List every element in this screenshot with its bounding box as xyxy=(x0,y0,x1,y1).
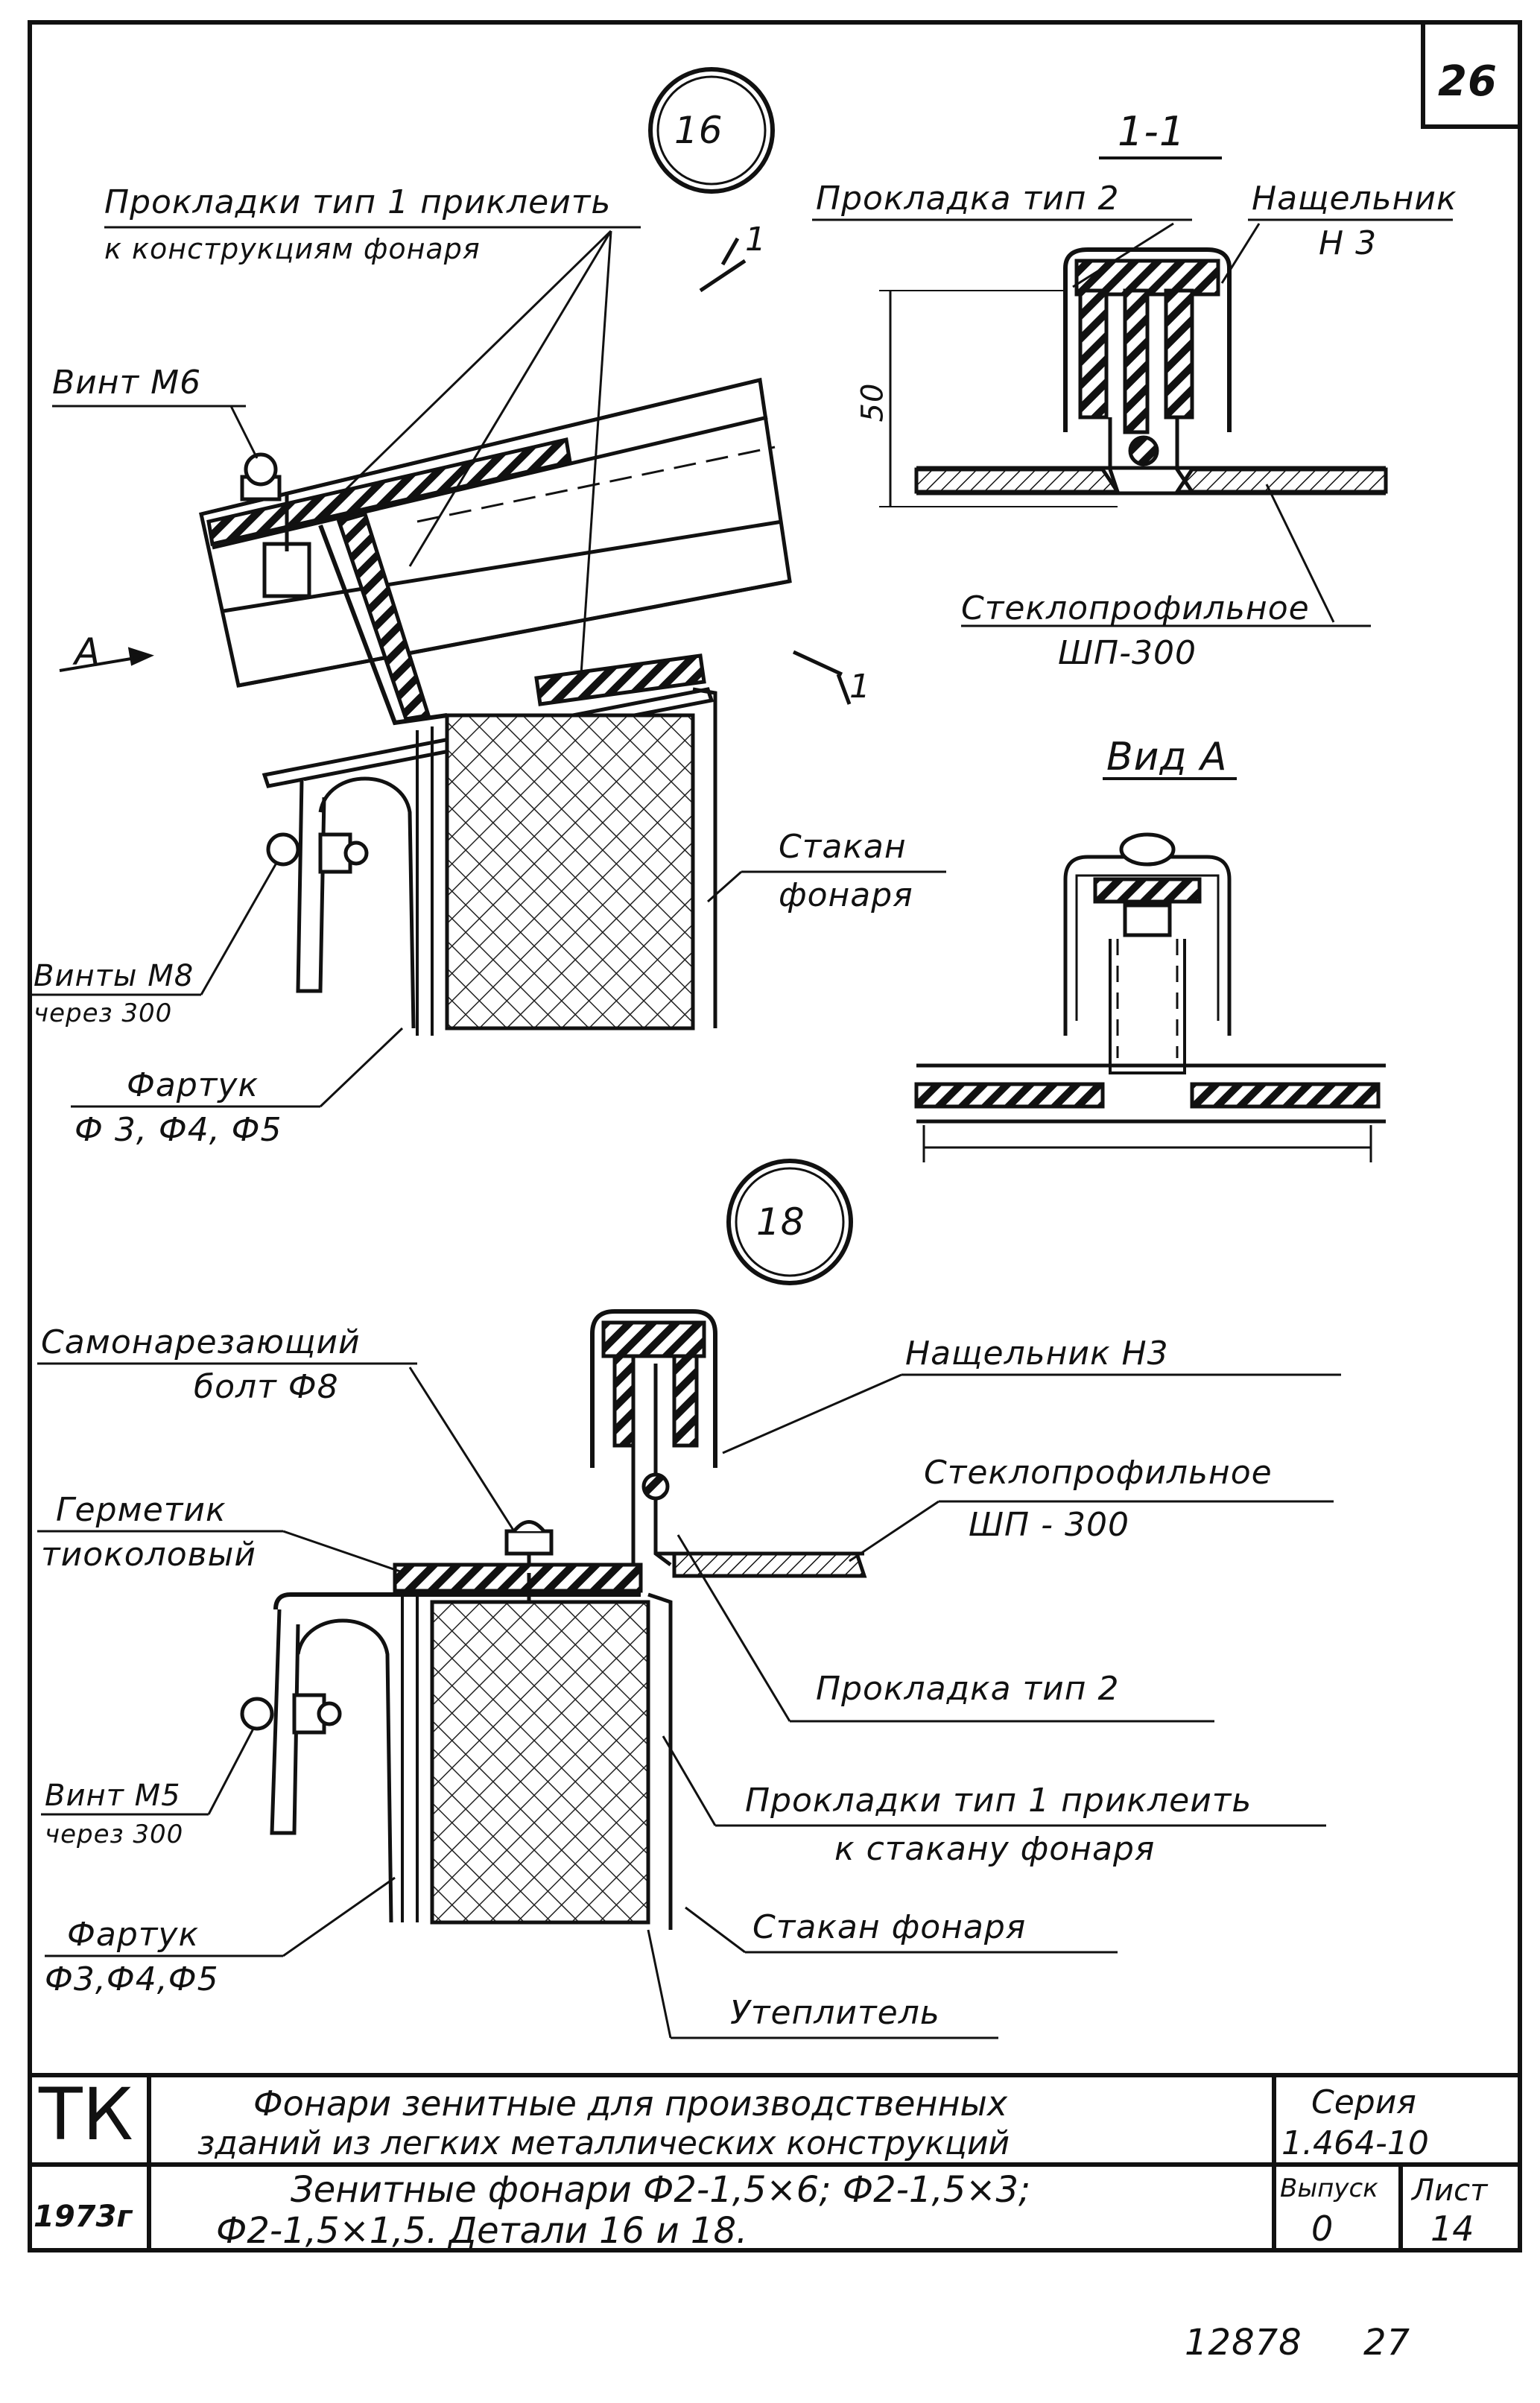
title-block-sheet-value: 14 xyxy=(1430,2209,1474,2249)
detail-16-view-mark: A xyxy=(75,630,101,674)
detail-18-gasket2-label: Прокладка тип 2 xyxy=(816,1670,1120,1708)
title-block-issue-value: 0 xyxy=(1311,2209,1334,2249)
detail-18-cover-label: Нащельник Н3 xyxy=(905,1335,1169,1373)
title-block-grid xyxy=(30,2073,1520,2250)
detail-18-bolt-label-2: болт Ф8 xyxy=(194,1368,339,1406)
detail-18-glass-label-2: ШП - 300 xyxy=(969,1506,1129,1544)
detail-16-apron-label-1: Фартук xyxy=(127,1066,259,1104)
footer-left-number: 12878 xyxy=(1185,2322,1302,2364)
section-1-1-cover-label-1: Нащельник xyxy=(1252,180,1457,218)
detail-16-curb-label-1: Стакан xyxy=(779,828,907,866)
detail-16-section-mark-bottom: 1 xyxy=(849,668,871,706)
detail-18-screw-label-2: через 300 xyxy=(45,1820,184,1849)
detail-18-callout: 18 xyxy=(756,1200,805,1244)
detail-18-apron-label-1: Фартук xyxy=(67,1916,200,1954)
section-1-1-cover-label-2: Н 3 xyxy=(1319,224,1378,262)
section-1-1-title: 1-1 xyxy=(1118,108,1186,155)
view-a-drawing xyxy=(914,777,1386,1162)
detail-16-curb-label-2: фонаря xyxy=(779,876,913,914)
detail-18-insulation-label: Утеплитель xyxy=(730,1994,940,2032)
title-block-year: 1973г xyxy=(34,2200,133,2234)
section-1-1-glass-label-2: ШП-300 xyxy=(1058,634,1197,672)
detail-18-curb-label: Стакан фонаря xyxy=(752,1908,1027,1946)
title-block-issue-label: Выпуск xyxy=(1280,2174,1378,2203)
title-block-series-label: Серия xyxy=(1311,2083,1416,2121)
sheet-frame xyxy=(28,20,1522,2252)
detail-16-callout: 16 xyxy=(674,109,723,152)
detail-18-sealant-label-2: тиоколовый xyxy=(41,1536,256,1574)
title-block-series-value: 1.464-10 xyxy=(1281,2124,1429,2162)
detail-16-screws-label-1: Винты М8 xyxy=(34,959,194,993)
detail-18-leaders xyxy=(37,1362,1341,2039)
title-block-sheet-label: Лист xyxy=(1412,2174,1488,2208)
detail-16-gaskets-label-1: Прокладки тип 1 приклеить xyxy=(104,183,612,221)
detail-18-sealant-label-1: Герметик xyxy=(56,1491,226,1529)
detail-16-drawing xyxy=(59,67,852,1036)
title-block-drawing-line2: Ф2-1,5×1,5. Детали 16 и 18. xyxy=(216,2210,748,2252)
detail-16-leaders xyxy=(30,226,946,1108)
title-block-drawing-line1: Зенитные фонари Ф2-1,5×6; Ф2-1,5×3; xyxy=(291,2169,1031,2211)
detail-16-apron-label-2: Ф 3, Ф4, Ф5 xyxy=(75,1111,282,1149)
section-1-1-glass-label-1: Стеклопрофильное xyxy=(961,589,1310,627)
detail-18-apron-label-2: Ф3,Ф4,Ф5 xyxy=(45,1960,219,1998)
detail-18-gaskets1-label-1: Прокладки тип 1 приклеить xyxy=(745,1782,1252,1820)
detail-16-gaskets-label-2: к конструкциям фонаря xyxy=(104,232,481,265)
page-number: 26 xyxy=(1438,57,1498,106)
footer-right-number: 27 xyxy=(1363,2322,1411,2364)
title-block-project-line2: зданий из легких металлических конструкц… xyxy=(197,2124,1010,2162)
detail-16-section-mark-top: 1 xyxy=(745,221,767,259)
detail-18-bolt-label-1: Самонарезающий xyxy=(41,1323,361,1361)
view-a-title: Вид А xyxy=(1106,735,1228,779)
detail-16-screw-label: Винт М6 xyxy=(52,364,202,402)
title-block-org: ТК xyxy=(39,2073,133,2156)
section-1-1-dimension: 50 xyxy=(855,382,890,422)
section-1-1-drawing xyxy=(812,156,1453,507)
section-1-1-gasket-label: Прокладка тип 2 xyxy=(816,180,1120,218)
section-1-1-leaders xyxy=(961,222,1371,627)
detail-18-glass-label-1: Стеклопрофильное xyxy=(924,1454,1273,1492)
detail-18-drawing xyxy=(240,1159,867,1930)
detail-18-gaskets1-label-2: к стакану фонаря xyxy=(834,1830,1156,1868)
detail-18-screw-label-1: Винт М5 xyxy=(45,1779,181,1813)
detail-16-screws-label-2: через 300 xyxy=(34,998,173,1028)
title-block-project-line1: Фонари зенитные для производственных xyxy=(253,2083,1008,2124)
